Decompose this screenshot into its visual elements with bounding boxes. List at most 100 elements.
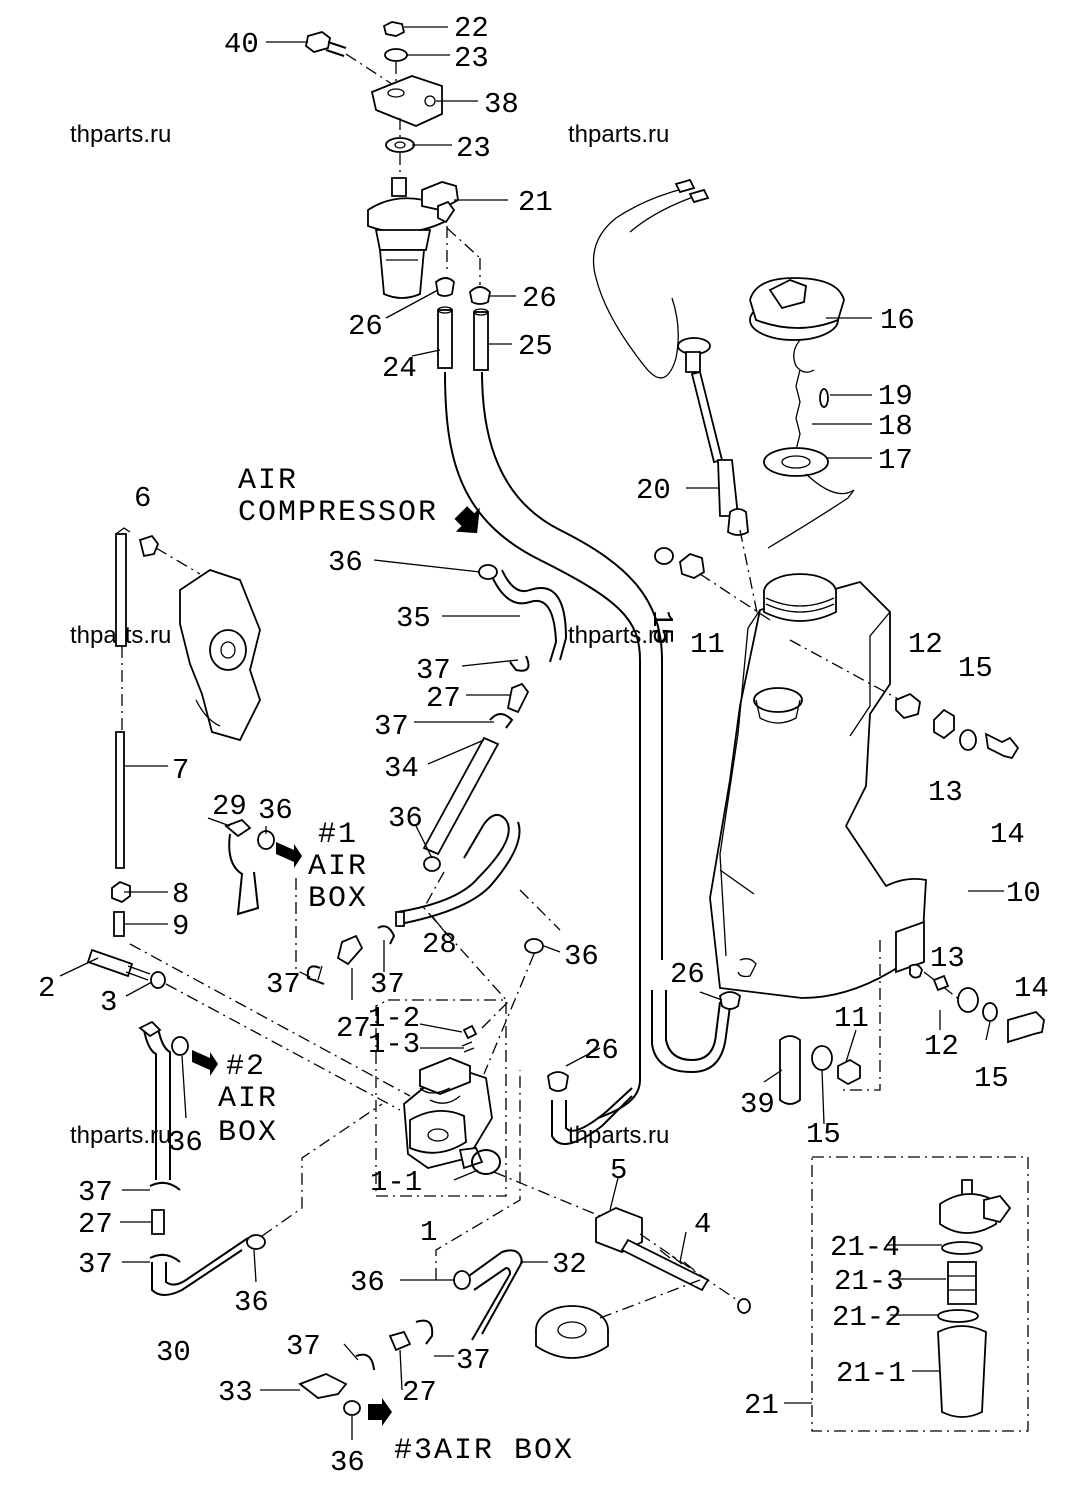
callout-37: 37 [370,968,405,1001]
callout-37: 37 [456,1344,491,1377]
pump-group-box [375,999,507,1197]
grommet-13b [957,987,979,1013]
callout-37: 37 [416,654,451,687]
callout-13: 13 [930,942,965,975]
washer-15b [959,729,977,751]
callout-26: 26 [522,282,557,315]
bolt-14a [984,732,1020,760]
callout-13: 13 [928,776,963,809]
arrow-box1 [276,842,302,868]
washer-15c [982,1002,998,1022]
note-box2-line1: #2 [226,1050,266,1084]
watermark: thparts.ru [568,121,669,148]
o-ring-1-1 [471,1149,501,1175]
callout-36: 36 [168,1126,203,1159]
screw-1-2 [462,1024,478,1040]
callout-36: 36 [258,794,293,827]
bracket-38 [370,75,443,127]
callout-3: 3 [100,986,117,1019]
grommet-11b [837,1058,861,1086]
callout-7: 7 [172,754,189,787]
clamp-37g [415,1319,434,1345]
callout-37: 37 [266,968,301,1001]
bushing-12b [932,974,950,992]
callout-27: 27 [426,682,461,715]
callout-15: 15 [974,1062,1009,1095]
callout-24: 24 [382,352,417,385]
check-valve-27c [151,1209,165,1235]
callout-33: 33 [218,1376,253,1409]
nut-22 [382,21,406,37]
cap-chain-18 [793,339,815,373]
washer-15a [654,547,674,565]
callout-26: 26 [348,310,383,343]
shaft-4 [620,1238,710,1292]
callout-37: 37 [374,710,409,743]
note-box2-line2: AIR [218,1082,278,1116]
callout-6: 6 [134,482,151,515]
clamp-37d [377,925,396,945]
callout-29: 29 [212,790,247,823]
clamp-37c [306,965,325,985]
callout-23: 23 [456,132,491,165]
callout-18: 18 [878,410,913,443]
callout-12: 12 [924,1030,959,1063]
callout-15: 15 [806,1118,841,1151]
note-box3: #3AIR BOX [394,1434,574,1468]
watermark: thparts.ru [568,622,669,649]
bushing-12a [895,692,921,720]
clip-36e [171,1036,189,1056]
clamp-37a [509,655,530,672]
callout-39: 39 [740,1088,775,1121]
watermark: thparts.ru [70,121,171,148]
callout-15: 15 [645,610,678,645]
grommet-11a [679,552,705,579]
callout-11: 11 [690,628,725,661]
clip-26c [719,991,741,1010]
callout-36: 36 [234,1286,269,1319]
rod-upper [115,533,127,647]
callout-16: 16 [880,304,915,337]
shaft-2 [86,948,134,978]
bolt-14b [1007,1010,1045,1044]
fuel-line-long [444,371,641,1119]
callout-21: 21 [518,186,553,219]
clip-36c [524,938,544,954]
callout-9: 9 [172,910,189,943]
hose-29 [228,833,260,916]
pin-19 [819,388,829,408]
callout-26: 26 [584,1034,619,1067]
rod-end-9 [113,911,125,937]
callout-1-1: 1-1 [370,1166,422,1199]
callout-21: 21 [744,1389,779,1422]
callout-37: 37 [78,1176,113,1209]
callout-26: 26 [670,958,705,991]
hose-25 [473,311,489,371]
note-box2-line3: BOX [218,1116,278,1150]
sender-wire [592,187,687,379]
arrow-box2 [192,1050,218,1076]
hose-28 [397,813,510,913]
clamp-37e [149,1181,181,1191]
callout-22: 22 [454,12,489,45]
bolt-40 [305,31,331,53]
callout-27: 27 [78,1208,113,1241]
callout-36: 36 [328,546,363,579]
callout-20: 20 [636,474,671,507]
rod-7 [115,731,125,869]
callout-36: 36 [350,1266,385,1299]
callout-21-2: 21-2 [832,1301,902,1334]
callout-8: 8 [172,878,189,911]
callout-23: 23 [454,42,489,75]
note-box1-line1: #1 [318,818,358,852]
callout-21-4: 21-4 [830,1231,900,1264]
fuel-sender-20 [677,337,749,536]
callout-1-2: 1-2 [368,1002,420,1035]
gasket-17 [763,447,829,477]
note-box1-line3: BOX [308,882,368,916]
seal-washer [535,1305,609,1359]
hose-34 [422,736,500,856]
